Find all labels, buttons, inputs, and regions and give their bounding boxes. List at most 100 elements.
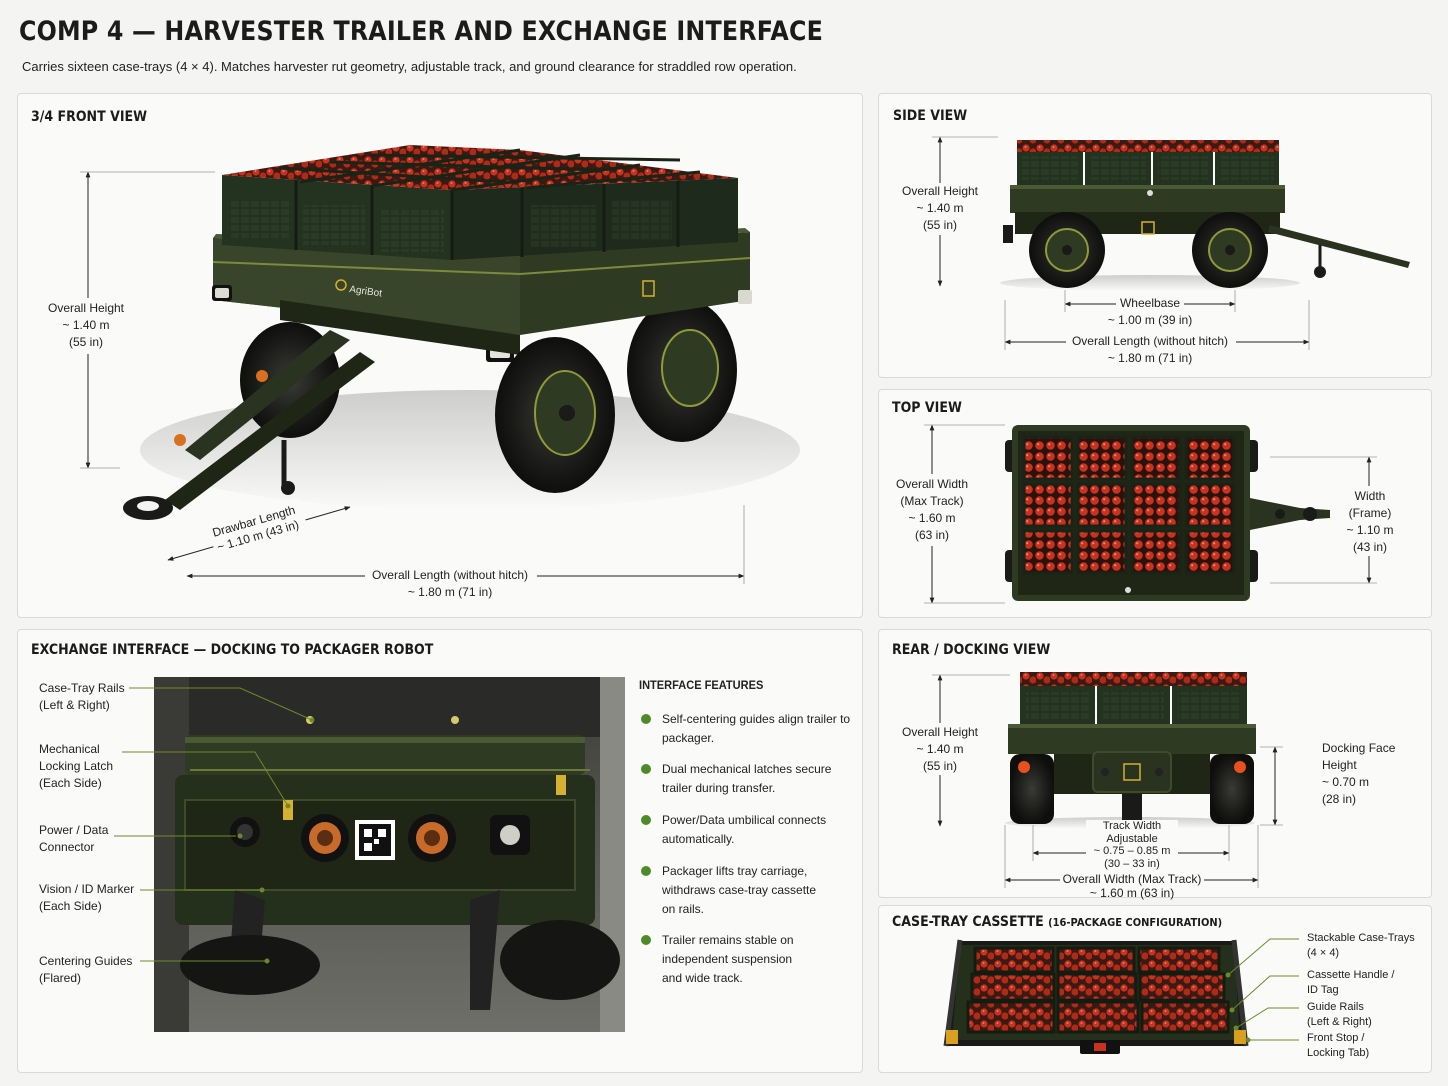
rear-docking-metric: ~ 0.70 m xyxy=(1322,775,1370,789)
rear-docking-label: Docking Face Height ~ 0.70 m (28 in) xyxy=(1322,740,1395,808)
cassette-title-config: (16-PACKAGE CONFIGURATION) xyxy=(1048,916,1223,929)
cassette-trays-line1: Stackable Case-Trays xyxy=(1307,932,1415,944)
cassette-stop-line2: Locking Tab) xyxy=(1307,1047,1370,1059)
cassette-rails-line1: Guide Rails xyxy=(1307,1001,1364,1013)
side-length-label: Overall Length (without hitch) ~ 1.80 m … xyxy=(1050,333,1250,367)
side-wheelbase-value: ~ 1.00 m (39 in) xyxy=(1107,313,1193,327)
rear-view-trailer xyxy=(1005,672,1256,829)
side-view-trailer xyxy=(1000,140,1410,291)
cassette-trays-line2: (4 × 4) xyxy=(1307,947,1340,959)
front-view-title: 3/4 FRONT VIEW xyxy=(31,109,148,125)
feature-text: Dual mechanical latches secure trailer d… xyxy=(662,762,832,795)
rear-height-name: Overall Height xyxy=(901,725,979,739)
rear-width-label: Overall Width (Max Track) ~ 1.60 m (63 i… xyxy=(1048,872,1216,900)
side-length-dimension xyxy=(1004,300,1310,350)
front-brand-label: AgriBot xyxy=(349,284,383,299)
front-height-metric: ~ 1.40 m xyxy=(62,318,110,332)
top-width-frame-imperial: (43 in) xyxy=(1352,540,1387,554)
side-height-metric: ~ 1.40 m xyxy=(916,201,964,215)
top-view-trailer xyxy=(1005,425,1330,601)
front-length-value: ~ 1.80 m (71 in) xyxy=(407,585,493,599)
front-length-label: Overall Length (without hitch) ~ 1.80 m … xyxy=(350,567,550,601)
callout-locking-latch: Mechanical Locking Latch (Each Side) xyxy=(39,741,113,792)
rear-view-title: REAR / DOCKING VIEW xyxy=(892,642,1051,658)
front-length-name: Overall Length (without hitch) xyxy=(371,568,529,582)
cassette-callout-lines xyxy=(1225,938,1299,1043)
feature-text: Packager lifts tray carriage, withdraws … xyxy=(662,864,817,916)
cassette-handle-line2: ID Tag xyxy=(1307,984,1339,996)
cassette-illustration xyxy=(943,939,1249,1054)
exchange-callout-lines xyxy=(114,687,315,964)
feature-text: Self-centering guides align trailer to p… xyxy=(662,712,851,745)
front-height-imperial: (55 in) xyxy=(68,335,103,349)
callout-latch-line2: Locking Latch xyxy=(39,759,114,773)
top-tray-grid xyxy=(1022,435,1236,575)
top-width-track-imperial: (63 in) xyxy=(914,528,949,542)
front-drawbar-dimension xyxy=(167,497,351,561)
callout-vision-line2: (Each Side) xyxy=(39,899,102,913)
top-width-track-line1: Overall Width xyxy=(895,477,969,491)
callout-guides-line2: (Flared) xyxy=(39,971,82,985)
callout-vision-marker: Vision / ID Marker (Each Side) xyxy=(39,881,134,915)
feature-text: Trailer remains stable on independent su… xyxy=(662,933,794,985)
side-length-name: Overall Length (without hitch) xyxy=(1071,334,1229,348)
front-height-label: Overall Height ~ 1.40 m (55 in) xyxy=(44,300,128,351)
cassette-title: CASE-TRAY CASSETTE (16-PACKAGE CONFIGURA… xyxy=(892,914,1222,930)
side-height-imperial: (55 in) xyxy=(922,218,957,232)
page-subtitle: Carries sixteen case-trays (4 × 4). Matc… xyxy=(22,59,797,74)
front-height-dimension xyxy=(44,171,215,469)
rear-height-dimension xyxy=(898,674,1010,827)
top-width-track-metric: ~ 1.60 m xyxy=(908,511,956,525)
rear-track-imperial: (30 – 33 in) xyxy=(1104,857,1160,870)
top-view-title: TOP VIEW xyxy=(892,400,962,416)
callout-power-line1: Power / Data xyxy=(39,823,109,837)
callout-power-line2: Connector xyxy=(39,840,95,854)
callout-vision-line1: Vision / ID Marker xyxy=(39,882,135,896)
cassette-callout-rails: Guide Rails (Left & Right) xyxy=(1307,1000,1372,1030)
rear-height-label: Overall Height ~ 1.40 m (55 in) xyxy=(898,724,982,775)
callout-latch-line3: (Each Side) xyxy=(39,776,102,790)
feature-item: Power/Data umbilical connects automatica… xyxy=(641,811,851,851)
callout-power-data: Power / Data Connector xyxy=(39,822,108,856)
bullet-icon xyxy=(641,935,651,945)
bullet-icon xyxy=(641,714,651,724)
feature-item: Dual mechanical latches secure trailer d… xyxy=(641,760,851,800)
side-length-value: ~ 1.80 m (71 in) xyxy=(1107,351,1193,365)
rear-docking-line2: Height xyxy=(1322,758,1357,772)
rear-width-dimension xyxy=(1004,825,1259,888)
rear-docking-line1: Docking Face xyxy=(1322,741,1396,755)
cassette-handle-line1: Cassette Handle / xyxy=(1307,969,1395,981)
top-width-track-dimension xyxy=(892,424,1005,604)
feature-text: Power/Data umbilical connects automatica… xyxy=(662,813,827,846)
rear-track-dimension xyxy=(1032,820,1230,872)
cassette-stop-line1: Front Stop / xyxy=(1307,1032,1365,1044)
callout-latch-line1: Mechanical xyxy=(39,742,100,756)
rear-track-metric: ~ 0.75 – 0.85 m xyxy=(1093,845,1171,857)
features-heading: INTERFACE FEATURES xyxy=(639,678,764,692)
top-width-frame-label: Width (Frame) ~ 1.10 m (43 in) xyxy=(1340,488,1400,556)
callout-guides-line1: Centering Guides xyxy=(39,954,133,968)
bullet-icon xyxy=(641,866,651,876)
front-length-dimension xyxy=(186,505,745,584)
side-height-label: Overall Height ~ 1.40 m (55 in) xyxy=(898,183,982,234)
feature-item: Self-centering guides align trailer to p… xyxy=(641,710,851,750)
side-wheelbase-dimension xyxy=(1064,290,1236,312)
rear-docking-imperial: (28 in) xyxy=(1322,792,1357,806)
side-wheelbase-label: Wheelbase ~ 1.00 m (39 in) xyxy=(1085,295,1215,329)
page-title: COMP 4 — HARVESTER TRAILER AND EXCHANGE … xyxy=(19,16,824,47)
top-width-frame-line2: (Frame) xyxy=(1348,506,1392,520)
rear-docking-dimension xyxy=(1260,746,1283,826)
front-view-trailer: AgriBot xyxy=(123,145,800,520)
cassette-rails-line2: (Left & Right) xyxy=(1307,1016,1372,1028)
front-tray-stack xyxy=(222,145,738,260)
rear-height-metric: ~ 1.40 m xyxy=(916,742,964,756)
top-width-track-label: Overall Width (Max Track) ~ 1.60 m (63 i… xyxy=(892,476,972,544)
cassette-callout-trays: Stackable Case-Trays (4 × 4) xyxy=(1307,931,1415,961)
rear-track-line2: Adjustable xyxy=(1106,832,1158,845)
side-height-name: Overall Height xyxy=(901,184,979,198)
rear-track-line1: Track Width xyxy=(1102,820,1162,832)
side-view-title: SIDE VIEW xyxy=(893,108,968,124)
cassette-callout-handle: Cassette Handle / ID Tag xyxy=(1307,968,1394,998)
exchange-title: EXCHANGE INTERFACE — DOCKING TO PACKAGER… xyxy=(31,642,434,658)
